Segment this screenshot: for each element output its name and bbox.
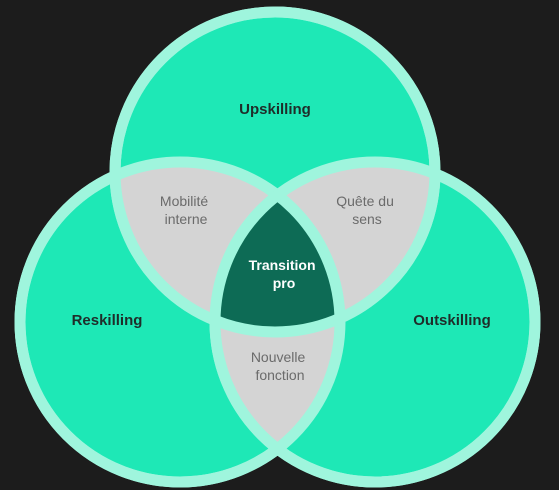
label-transition-pro: Transition pro <box>249 257 320 291</box>
label-quete-du-sens: Quête du sens <box>336 193 398 227</box>
ring-top <box>109 6 441 338</box>
label-mobilite-line2: interne <box>165 211 208 227</box>
label-quete-line1: Quête du <box>336 193 394 209</box>
label-mobilite-interne: Mobilité interne <box>160 193 212 227</box>
label-mobilite-line1: Mobilité <box>160 193 208 209</box>
label-transition-line2: pro <box>273 275 296 291</box>
label-upskilling: Upskilling <box>239 101 311 118</box>
label-transition-line1: Transition <box>249 257 316 273</box>
label-outskilling: Outskilling <box>413 312 491 329</box>
label-quete-line2: sens <box>352 211 382 227</box>
label-nouvelle-line2: fonction <box>255 367 304 383</box>
label-nouvelle-fonction: Nouvelle fonction <box>251 349 309 383</box>
label-reskilling: Reskilling <box>72 312 143 329</box>
label-nouvelle-line1: Nouvelle <box>251 349 306 365</box>
overlap-center <box>215 162 340 332</box>
